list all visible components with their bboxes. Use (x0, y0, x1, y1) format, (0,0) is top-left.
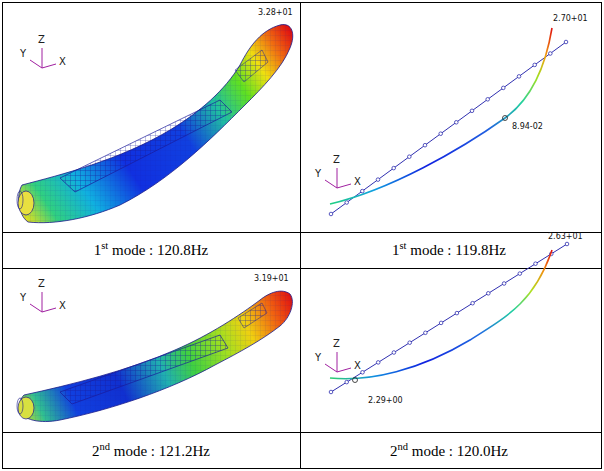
max-value: 3.28+01 (258, 8, 293, 18)
ordinal-suffix: nd (100, 441, 111, 452)
axis-label: X (59, 56, 66, 68)
ordinal-number: 2 (390, 443, 398, 459)
ordinal-number: 1 (392, 242, 400, 258)
caption-text: mode : 119.8Hz (407, 242, 506, 258)
axis-label: Y (315, 168, 321, 180)
max-value: 3.19+01 (254, 274, 289, 284)
axis-label: Z (333, 338, 340, 350)
beam-model (329, 242, 569, 394)
caption-text: mode : 120.0Hz (408, 443, 508, 459)
ordinal-number: 2 (92, 443, 100, 459)
mode-caption: 2nd mode : 120.0Hz (298, 441, 600, 461)
ordinal-suffix: st (101, 240, 108, 251)
axis-label: Z (38, 34, 45, 46)
axis-triad (30, 48, 351, 372)
hull-model (17, 25, 293, 223)
table-grid (3, 3, 602, 469)
caption-text: mode : 120.8Hz (108, 242, 208, 258)
node-value: 2.29+00 (368, 396, 403, 406)
axis-label: Z (333, 154, 340, 166)
axis-label: Y (20, 292, 26, 304)
beam-model (329, 28, 568, 216)
max-value: 2.63+01 (548, 232, 583, 242)
mode-caption: 2nd mode : 121.2Hz (2, 441, 300, 461)
ordinal-suffix: nd (398, 441, 409, 452)
axis-label: X (354, 176, 361, 188)
caption-text: mode : 121.2Hz (110, 443, 210, 459)
hull-model (17, 291, 292, 421)
node-value: 8.94-02 (512, 122, 543, 132)
mode-caption: 1st mode : 120.8Hz (2, 240, 300, 260)
axis-label: Z (38, 278, 45, 290)
max-value: 2.70+01 (553, 14, 588, 24)
axis-label: X (59, 300, 66, 312)
axis-label: Y (20, 48, 26, 60)
ordinal-suffix: st (400, 240, 407, 251)
mode-caption: 1st mode : 119.8Hz (298, 240, 600, 260)
ordinal-number: 1 (94, 242, 102, 258)
axis-label: Y (315, 352, 321, 364)
axis-label: X (354, 360, 361, 372)
